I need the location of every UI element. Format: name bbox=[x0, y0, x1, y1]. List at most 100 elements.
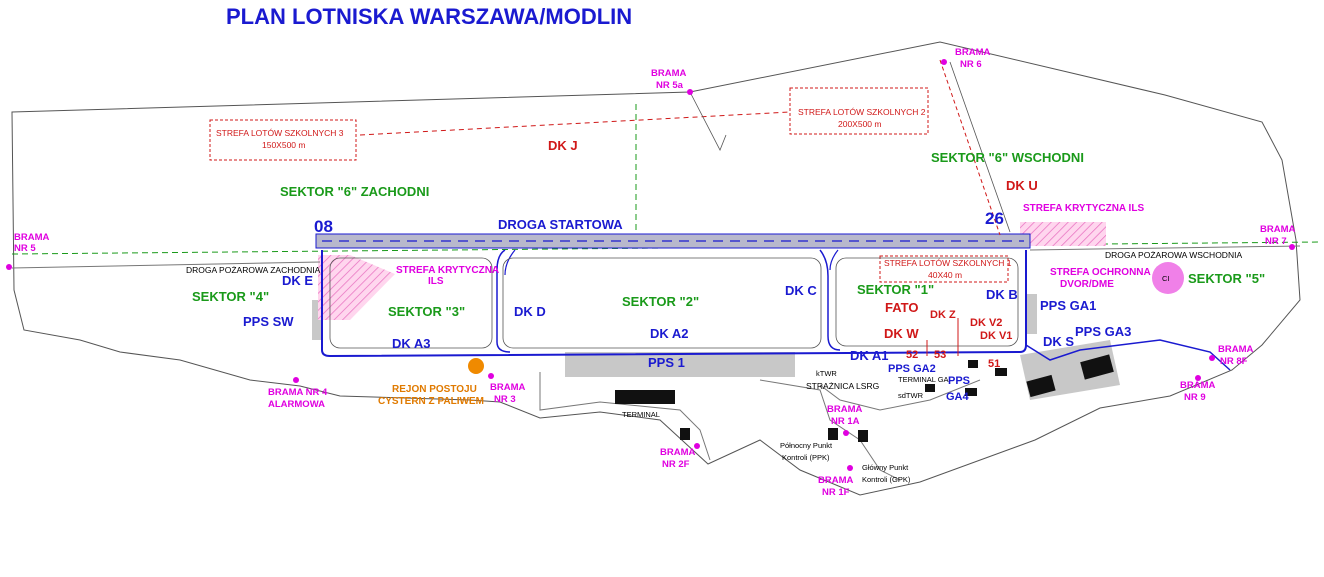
taxiway-dk-j: DK J bbox=[548, 138, 578, 153]
building-ga4 bbox=[965, 388, 977, 396]
building-ga2 bbox=[968, 360, 978, 368]
sector-3-outline bbox=[329, 257, 493, 349]
airport-boundary bbox=[11, 41, 1301, 496]
ils-critical-east-label: STREFA KRYTYCZNA ILS bbox=[1023, 203, 1144, 214]
taxiway-dk-d bbox=[496, 249, 511, 353]
taxiway-dk-c: DK C bbox=[785, 283, 817, 298]
training-zone-1 bbox=[879, 255, 1009, 283]
sector-6-west: SEKTOR "6" ZACHODNI bbox=[280, 184, 429, 199]
stand-51: 51 bbox=[988, 358, 1000, 370]
taxiway-dk-u: DK U bbox=[1006, 178, 1038, 193]
sector-2-outline bbox=[502, 257, 822, 349]
sector-5: SEKTOR "5" bbox=[1188, 271, 1265, 286]
apron-pps-ga3: PPS GA3 bbox=[1075, 324, 1131, 339]
lsrg-label: STRAŻNICA LSRG bbox=[806, 381, 879, 391]
training-zone-3 bbox=[209, 119, 357, 161]
gate-3-dot bbox=[488, 373, 494, 379]
sector-6-east: SEKTOR "6" WSCHODNI bbox=[931, 150, 1084, 165]
terminal-apron bbox=[565, 352, 795, 377]
gate-9-dot bbox=[1195, 375, 1201, 381]
landside-road-1 bbox=[539, 372, 711, 461]
gate-2f-dot bbox=[694, 443, 700, 449]
terminal-ga-label: TERMINAL GA bbox=[898, 375, 949, 384]
stand-53: 53 bbox=[934, 349, 946, 361]
taxiway-dk-v2: DK V2 bbox=[970, 317, 1002, 329]
taxiway-dk-a1: DK A1 bbox=[850, 348, 889, 363]
taxiway-dk-z: DK Z bbox=[930, 309, 956, 321]
ktwr-label: kTWR bbox=[816, 369, 837, 378]
terminal-label: TERMINAL bbox=[622, 410, 660, 419]
taxiway-dk-s bbox=[1025, 339, 1231, 371]
training-zone-2 bbox=[789, 87, 929, 135]
taxiway-dk-v1: DK V1 bbox=[980, 330, 1012, 342]
terminal-building bbox=[615, 390, 675, 404]
hangar-2 bbox=[1080, 354, 1114, 380]
building-1a-b bbox=[858, 430, 868, 442]
gate-1a-dot bbox=[843, 430, 849, 436]
taxiway-loop bbox=[321, 250, 1027, 358]
taxiway-dk-d: DK D bbox=[514, 304, 546, 319]
fire-road-west-label: DROGA POŻAROWA ZACHODNIA bbox=[186, 265, 321, 275]
apron-pps-1: PPS 1 bbox=[648, 355, 685, 370]
road-gate-6-edge bbox=[949, 61, 1011, 233]
building-2f bbox=[680, 428, 690, 440]
ils-critical-zone-west bbox=[318, 255, 395, 320]
apron-sw bbox=[312, 300, 322, 340]
taxiway-dk-e: DK E bbox=[282, 273, 313, 288]
sector-1: SEKTOR "1" bbox=[857, 282, 934, 297]
apron-pps-ga2: PPS GA2 bbox=[888, 363, 936, 375]
gate-5a-dot bbox=[687, 89, 693, 95]
gate-1f-dot bbox=[847, 465, 853, 471]
runway-26-label: 26 bbox=[985, 209, 1004, 228]
road-gate-5a bbox=[689, 91, 727, 151]
runway-08-label: 08 bbox=[314, 217, 333, 236]
map-title: PLAN LOTNISKA WARSZAWA/MODLIN bbox=[226, 4, 632, 29]
taxiway-dk-w: DK W bbox=[884, 326, 919, 341]
building-51 bbox=[995, 368, 1007, 376]
training-zone-line bbox=[359, 111, 791, 136]
gate-4-dot bbox=[293, 377, 299, 383]
dvor-protection-circle bbox=[1152, 262, 1184, 294]
building-sdtwr bbox=[925, 384, 935, 392]
apron-pps-sw: PPS SW bbox=[243, 314, 294, 329]
taxiway-dk-a2: DK A2 bbox=[650, 326, 689, 341]
ils-critical-zone-east bbox=[1020, 222, 1106, 246]
stand-52: 52 bbox=[906, 349, 918, 361]
taxiway-dk-a3: DK A3 bbox=[392, 336, 431, 351]
apron-pps-ga1: PPS GA1 bbox=[1040, 298, 1096, 313]
fuel-tanker-marker bbox=[468, 358, 484, 374]
taxiway-dk-c bbox=[819, 249, 841, 351]
dvor-tag: CI bbox=[1162, 274, 1170, 283]
taxiway-dk-s: DK S bbox=[1043, 334, 1074, 349]
sector-3: SEKTOR "3" bbox=[388, 304, 465, 319]
taxiway-dk-d-branch bbox=[504, 249, 516, 276]
taxiway-dk-b: DK B bbox=[986, 287, 1018, 302]
fire-road-west bbox=[11, 261, 321, 269]
gate-8f-dot bbox=[1209, 355, 1215, 361]
landside-road-2 bbox=[759, 379, 901, 481]
fire-road-east bbox=[1029, 245, 1301, 251]
sector-2: SEKTOR "2" bbox=[622, 294, 699, 309]
fato-label: FATO bbox=[885, 300, 918, 315]
hangar-1 bbox=[1026, 374, 1056, 398]
apron-ga1 bbox=[1027, 294, 1037, 334]
gate-6-dot bbox=[941, 59, 947, 65]
